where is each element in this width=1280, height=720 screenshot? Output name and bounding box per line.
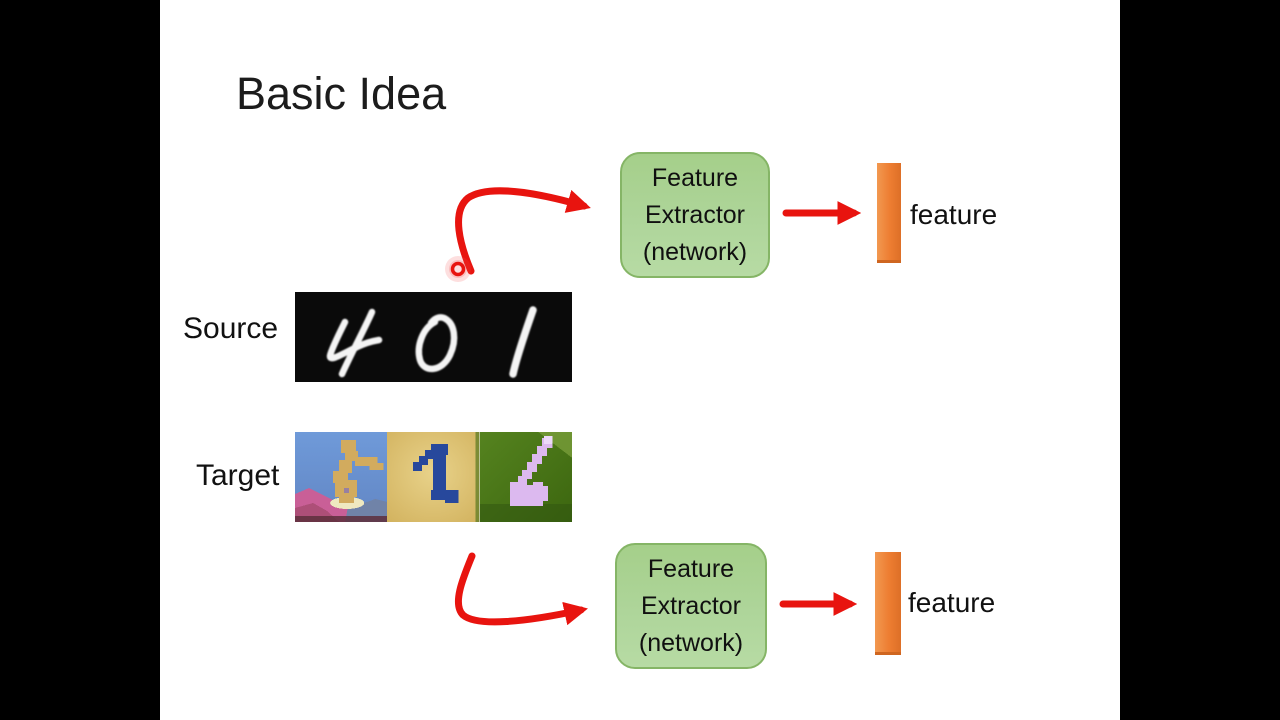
extractor-line-3: (network) <box>638 628 744 657</box>
feature-bar-bottom <box>875 552 901 655</box>
target-tile-digit-1 <box>387 432 480 522</box>
extractor-line-1: Feature <box>651 163 739 192</box>
feature-extractor-box-top: Feature Extractor (network) <box>620 152 770 278</box>
digit-1 <box>509 306 537 378</box>
letterbox-left <box>0 0 160 720</box>
arrow-source-to-extractor-icon <box>455 187 591 275</box>
feature-extractor-box-bottom: Feature Extractor (network) <box>615 543 767 669</box>
digit-8-pixels <box>333 440 384 503</box>
digit-4 <box>326 318 383 362</box>
target-tile-digit-8 <box>295 432 388 522</box>
page-title: Basic Idea <box>236 68 447 119</box>
digit-4-stroke <box>338 308 376 378</box>
target-digits-image <box>295 432 572 522</box>
target-tile-digit-6 <box>479 432 572 522</box>
feature-label-bottom: feature <box>908 587 996 618</box>
arrow-target-to-extractor-icon <box>454 552 588 626</box>
extractor-line-2: Extractor <box>644 200 746 229</box>
feature-label-top: feature <box>910 199 998 230</box>
source-digits-image <box>295 292 572 382</box>
target-label: Target <box>196 459 280 492</box>
feature-bar-top <box>877 163 901 263</box>
digit-1-pixels <box>413 444 459 503</box>
extractor-line-2: Extractor <box>640 591 742 620</box>
digit-6-pixels <box>509 438 552 506</box>
extractor-line-3: (network) <box>642 237 748 266</box>
extractor-line-1: Feature <box>647 554 735 583</box>
slide: Basic Idea Source Target <box>160 0 1120 720</box>
digit-0 <box>415 314 458 372</box>
letterbox-right <box>1120 0 1280 720</box>
laser-pointer-dot <box>445 256 471 282</box>
source-label: Source <box>183 312 279 345</box>
